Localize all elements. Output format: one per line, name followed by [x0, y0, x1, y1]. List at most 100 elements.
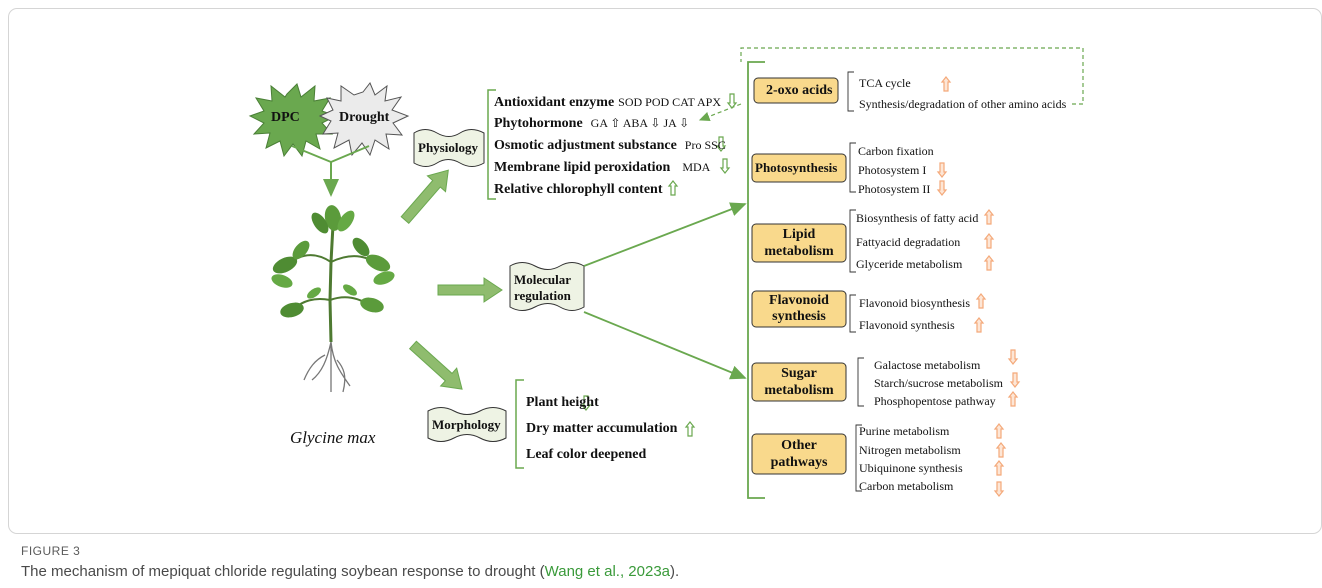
physiology-item-antioxidant: Antioxidant enzyme SOD POD CAT APX [494, 93, 721, 111]
group-name-flavonoid: Flavonoid synthesis [769, 293, 829, 324]
molecular-to-upper-arrow [583, 202, 747, 267]
osmotic-decrease-arrow-icon [715, 136, 727, 152]
item-flavonoid-synthesis: Flavonoid synthesis [859, 318, 955, 332]
physiology-item-detail: GA ⇧ ABA ⇩ JA ⇩ [590, 116, 690, 130]
item-ubiquinone: Ubiquinone synthesis [859, 461, 963, 475]
feedback-dashed-arrow [698, 103, 742, 121]
physiology-item-label: Antioxidant enzyme [494, 95, 615, 110]
group-box-lipid [751, 223, 847, 263]
item-purine: Purine metabolism [859, 424, 950, 438]
molecular-label: Molecular regulation [514, 272, 572, 303]
dry-matter-increase-arrow-icon [684, 421, 696, 437]
figure-label: FIGURE 3 [21, 544, 81, 558]
physiology-item-phytohormone: Phytohormone GA ⇧ ABA ⇩ JA ⇩ [494, 114, 689, 132]
physiology-wave-box [413, 129, 485, 167]
tca-cycle-increase-arrow-icon [940, 76, 952, 92]
item-fattyacid-degradation: Fattyacid degradation [856, 235, 961, 249]
bracket-photosynthesis [849, 142, 856, 193]
group-box-2-oxo-acids [753, 77, 839, 104]
group-name-other: Other pathways [770, 438, 828, 470]
species-label: Glycine max [290, 428, 376, 447]
feedback-dashed-line [740, 47, 1084, 105]
bracket-sugar [857, 357, 864, 407]
physiology-item-detail: Pro SSC [684, 138, 726, 152]
ubiquinone-increase-arrow-icon [993, 460, 1005, 476]
molecular-to-lower-arrow [583, 311, 747, 380]
flavonoid-biosynthesis-increase-arrow-icon [975, 293, 987, 309]
group-box-photosynthesis [751, 153, 847, 183]
plant-height-decrease-arrow-icon [580, 395, 592, 411]
morphology-label: Morphology [432, 417, 501, 432]
dpc-starburst [248, 83, 338, 158]
chlorophyll-increase-arrow-icon [667, 180, 679, 196]
purine-increase-arrow-icon [993, 423, 1005, 439]
physiology-bracket [487, 89, 496, 200]
molecular-wave-box [509, 262, 585, 311]
item-glyceride: Glyceride metabolism [856, 257, 963, 271]
physiology-item-label: Osmotic adjustment substance [494, 138, 677, 153]
item-amino-acids: Synthesis/degradation of other amino aci… [859, 97, 1067, 111]
physiology-item-chlorophyll: Relative chlorophyll content [494, 180, 663, 198]
arrow-to-physiology [400, 169, 449, 224]
item-phosphopentose: Phosphopentose pathway [874, 394, 996, 408]
starch-sucrose-decrease-arrow-icon [1009, 372, 1021, 388]
fatty-acid-biosynthesis-increase-arrow-icon [983, 209, 995, 225]
physiology-item-detail: MDA [682, 160, 711, 174]
galactose-decrease-arrow-icon [1007, 349, 1019, 365]
item-tca-cycle: TCA cycle [859, 76, 911, 90]
figure-caption: The mechanism of mepiquat chloride regul… [21, 563, 679, 580]
fattyacid-degradation-increase-arrow-icon [983, 233, 995, 249]
item-nitrogen: Nitrogen metabolism [859, 443, 961, 457]
group-name-lipid: Lipid metabolism [764, 227, 834, 259]
molecular-groups-bracket [747, 61, 765, 499]
nitrogen-increase-arrow-icon [995, 442, 1007, 458]
soybean-plant-illustration [271, 205, 395, 393]
dpc-label: DPC [271, 110, 300, 125]
item-flavonoid-biosynthesis: Flavonoid biosynthesis [859, 296, 971, 310]
arrow-to-morphology [408, 340, 463, 390]
drought-label: Drought [339, 110, 390, 125]
group-name-2-oxo-acids: 2-oxo acids [766, 83, 833, 98]
bracket-flavonoid [849, 294, 856, 333]
physiology-item-detail: SOD POD CAT APX [618, 95, 721, 109]
morphology-item-dry-matter: Dry matter accumulation [526, 421, 678, 436]
item-fatty-acid-biosynthesis: Biosynthesis of fatty acid [856, 211, 979, 225]
glyceride-increase-arrow-icon [983, 255, 995, 271]
item-galactose: Galactose metabolism [874, 358, 981, 372]
item-carbon-metabolism: Carbon metabolism [859, 479, 954, 493]
flavonoid-synthesis-increase-arrow-icon [973, 317, 985, 333]
drought-starburst [318, 82, 410, 157]
caption-end: ). [670, 563, 680, 580]
mda-decrease-arrow-icon [719, 158, 731, 174]
photosystem-2-decrease-arrow-icon [936, 180, 948, 196]
morphology-wave-box [427, 407, 507, 442]
bracket-lipid [849, 209, 856, 273]
item-photosystem-1: Photosystem I [858, 163, 927, 177]
caption-text: The mechanism of mepiquat chloride regul… [21, 563, 545, 580]
morphology-item-leaf-color: Leaf color deepened [526, 447, 647, 462]
arrow-to-molecular [437, 277, 503, 303]
group-box-flavonoid [751, 290, 847, 328]
group-box-other [751, 433, 847, 475]
group-name-photosynthesis: Photosynthesis [755, 160, 838, 175]
physiology-item-label: Relative chlorophyll content [494, 182, 663, 197]
bracket-2-oxo [847, 71, 854, 112]
physiology-item-membrane: Membrane lipid peroxidation MDA [494, 158, 710, 176]
antioxidant-decrease-arrow-icon [726, 93, 738, 109]
physiology-label: Physiology [418, 140, 478, 155]
source-connector-right [330, 145, 370, 163]
physiology-item-osmotic: Osmotic adjustment substance Pro SSC [494, 136, 726, 154]
morphology-item-plant-height: Plant height [526, 395, 599, 410]
source-connector-left [291, 145, 332, 163]
caption-citation-link[interactable]: Wang et al., 2023a [544, 563, 671, 580]
group-name-sugar: Sugar metabolism [764, 366, 834, 398]
item-starch-sucrose: Starch/sucrose metabolism [874, 376, 1003, 390]
physiology-item-label: Phytohormone [494, 116, 583, 131]
photosystem-1-decrease-arrow-icon [936, 162, 948, 178]
morphology-bracket [515, 379, 524, 469]
physiology-item-label: Membrane lipid peroxidation [494, 160, 671, 175]
figure-frame [8, 8, 1322, 534]
item-photosystem-2: Photosystem II [858, 182, 931, 196]
carbon-metabolism-decrease-arrow-icon [993, 481, 1005, 497]
